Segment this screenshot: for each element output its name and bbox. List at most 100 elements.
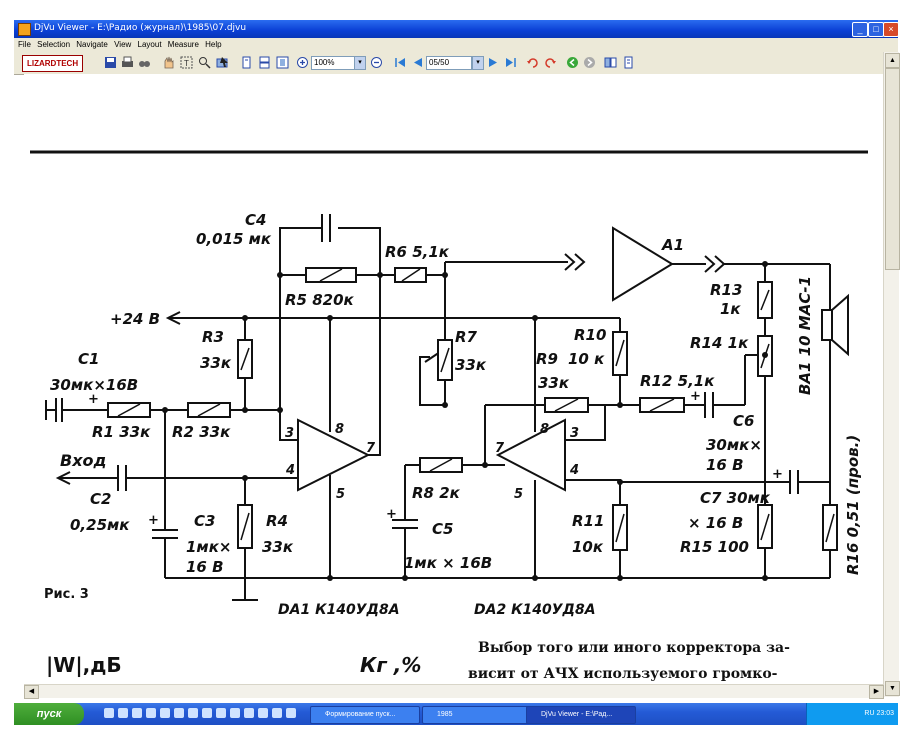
quicklaunch-icon-2[interactable] (118, 708, 128, 718)
label-supply: +24 В (110, 310, 160, 328)
bookmarks-icon[interactable] (622, 56, 635, 69)
label-r3: R3 (202, 328, 224, 346)
select-area-icon[interactable] (216, 56, 229, 69)
label-r16: R16 0,51 (пров.) (844, 435, 862, 575)
quicklaunch-icon-14[interactable] (286, 708, 296, 718)
single-page-icon[interactable] (240, 56, 253, 69)
menu-help[interactable]: Help (205, 40, 222, 49)
zoom-out-icon[interactable] (370, 56, 383, 69)
quicklaunch-icon-7[interactable] (188, 708, 198, 718)
label-r13-value: 1к (720, 300, 741, 318)
label-c4-value: 0,015 мк (196, 230, 272, 248)
next-page-icon[interactable] (487, 56, 500, 69)
maximize-icon: □ (873, 24, 879, 34)
quicklaunch-icon-11[interactable] (244, 708, 254, 718)
scroll-left-arrow-icon[interactable]: ◀ (24, 685, 39, 699)
zoom-in-icon[interactable] (296, 56, 309, 69)
label-r9: R9 (536, 350, 558, 368)
quicklaunch-icon-3[interactable] (132, 708, 142, 718)
start-button[interactable]: пуск (14, 703, 84, 725)
quicklaunch-icon-5[interactable] (160, 708, 170, 718)
quicklaunch-icon-9[interactable] (216, 708, 226, 718)
label-r14: R14 1к (690, 334, 749, 352)
scroll-down-arrow-icon[interactable]: ▼ (885, 681, 900, 696)
page-dropdown-chevron-down-icon[interactable]: ▾ (472, 56, 484, 70)
thumbnails-icon[interactable] (604, 56, 617, 69)
label-c3: C3 (194, 512, 215, 530)
label-r11-value: 10к (572, 538, 604, 556)
close-button[interactable]: × (883, 22, 899, 37)
last-page-icon[interactable] (504, 56, 517, 69)
menu-navigate[interactable]: Navigate (76, 40, 108, 49)
quicklaunch-icon-1[interactable] (104, 708, 114, 718)
quicklaunch-icon-13[interactable] (272, 708, 282, 718)
label-r3-value: 33к (200, 354, 232, 372)
junction-dots (162, 261, 768, 581)
quicklaunch-icon-8[interactable] (202, 708, 212, 718)
document-view[interactable]: C4 0,015 мк R6 5,1к A1 R13 1к BA1 10 МАС… (24, 74, 883, 684)
minimize-button[interactable]: _ (852, 22, 868, 37)
vertical-scrollbar[interactable]: ▲ ▼ (883, 52, 900, 697)
label-c6: C6 (733, 412, 754, 430)
forward-icon[interactable] (583, 56, 596, 69)
lizardtech-logo[interactable]: LIZARDTECH (22, 55, 84, 72)
hand-tool-icon[interactable] (162, 56, 175, 69)
close-icon: × (888, 24, 894, 34)
circuit-wires (45, 214, 849, 601)
menu-selection[interactable]: Selection (37, 40, 71, 49)
label-r7-value: 33к (455, 356, 487, 374)
vertical-scroll-thumb[interactable] (885, 68, 900, 270)
quicklaunch-icon-10[interactable] (230, 708, 240, 718)
zoom-input[interactable]: 100% (311, 56, 355, 70)
label-da1-pin8: 8 (335, 422, 344, 437)
svg-text:+: + (772, 467, 783, 482)
resistor-slashes (117, 268, 835, 543)
label-a1: A1 (661, 236, 684, 254)
quicklaunch-icon-12[interactable] (258, 708, 268, 718)
print-icon[interactable] (121, 56, 134, 69)
label-c2: C2 (90, 490, 111, 508)
menu-measure[interactable]: Measure (167, 40, 199, 49)
app-icon (18, 23, 31, 36)
label-c7: C7 30мк (700, 489, 771, 507)
horizontal-scrollbar[interactable]: ◀ ▶ (24, 684, 884, 699)
taskbar-item-djvu-viewer[interactable]: DjVu Viewer - E:\Рад... (526, 706, 636, 724)
menu-file[interactable]: File (18, 40, 31, 49)
menu-view[interactable]: View (114, 40, 132, 49)
taskbar-item-folder[interactable]: 1985 (422, 706, 532, 724)
select-text-icon[interactable]: T (180, 56, 193, 69)
taskbar-item-word[interactable]: Формирование пуск... (310, 706, 420, 724)
label-da2: DA2 К140УД8А (474, 602, 596, 618)
label-r12: R12 5,1к (640, 372, 715, 390)
label-r4-value: 33к (262, 538, 294, 556)
save-icon[interactable] (104, 56, 117, 69)
label-r10: R10 (574, 326, 606, 344)
rotate-right-icon[interactable] (544, 56, 557, 69)
quicklaunch-icon-4[interactable] (146, 708, 156, 718)
system-tray[interactable]: RU 23:03 (806, 703, 898, 725)
rotate-left-icon[interactable] (526, 56, 539, 69)
label-r13: R13 (710, 281, 742, 299)
scroll-right-arrow-icon[interactable]: ▶ (869, 685, 884, 699)
label-r7: R7 (455, 328, 478, 346)
continuous-page-icon[interactable] (258, 56, 271, 69)
label-r11: R11 (572, 512, 604, 530)
label-da2-pin4: 4 (569, 463, 579, 478)
fit-page-icon[interactable] (276, 56, 289, 69)
scroll-up-arrow-icon[interactable]: ▲ (885, 53, 900, 68)
svg-text:+: + (88, 392, 99, 407)
label-c5: C5 (432, 520, 453, 538)
zoom-tool-icon[interactable] (198, 56, 211, 69)
zoom-dropdown-chevron-down-icon[interactable]: ▾ (354, 56, 366, 70)
prev-page-icon[interactable] (411, 56, 424, 69)
maximize-button[interactable]: □ (868, 22, 884, 37)
svg-text:+: + (148, 513, 159, 528)
label-r1: R1 33к (92, 423, 151, 441)
quicklaunch-icon-6[interactable] (174, 708, 184, 718)
page-number-input[interactable]: 05/50 (426, 56, 472, 70)
find-icon[interactable] (138, 56, 151, 69)
back-icon[interactable] (566, 56, 579, 69)
first-page-icon[interactable] (394, 56, 407, 69)
menu-layout[interactable]: Layout (137, 40, 162, 49)
schematic-page: C4 0,015 мк R6 5,1к A1 R13 1к BA1 10 МАС… (30, 150, 868, 682)
